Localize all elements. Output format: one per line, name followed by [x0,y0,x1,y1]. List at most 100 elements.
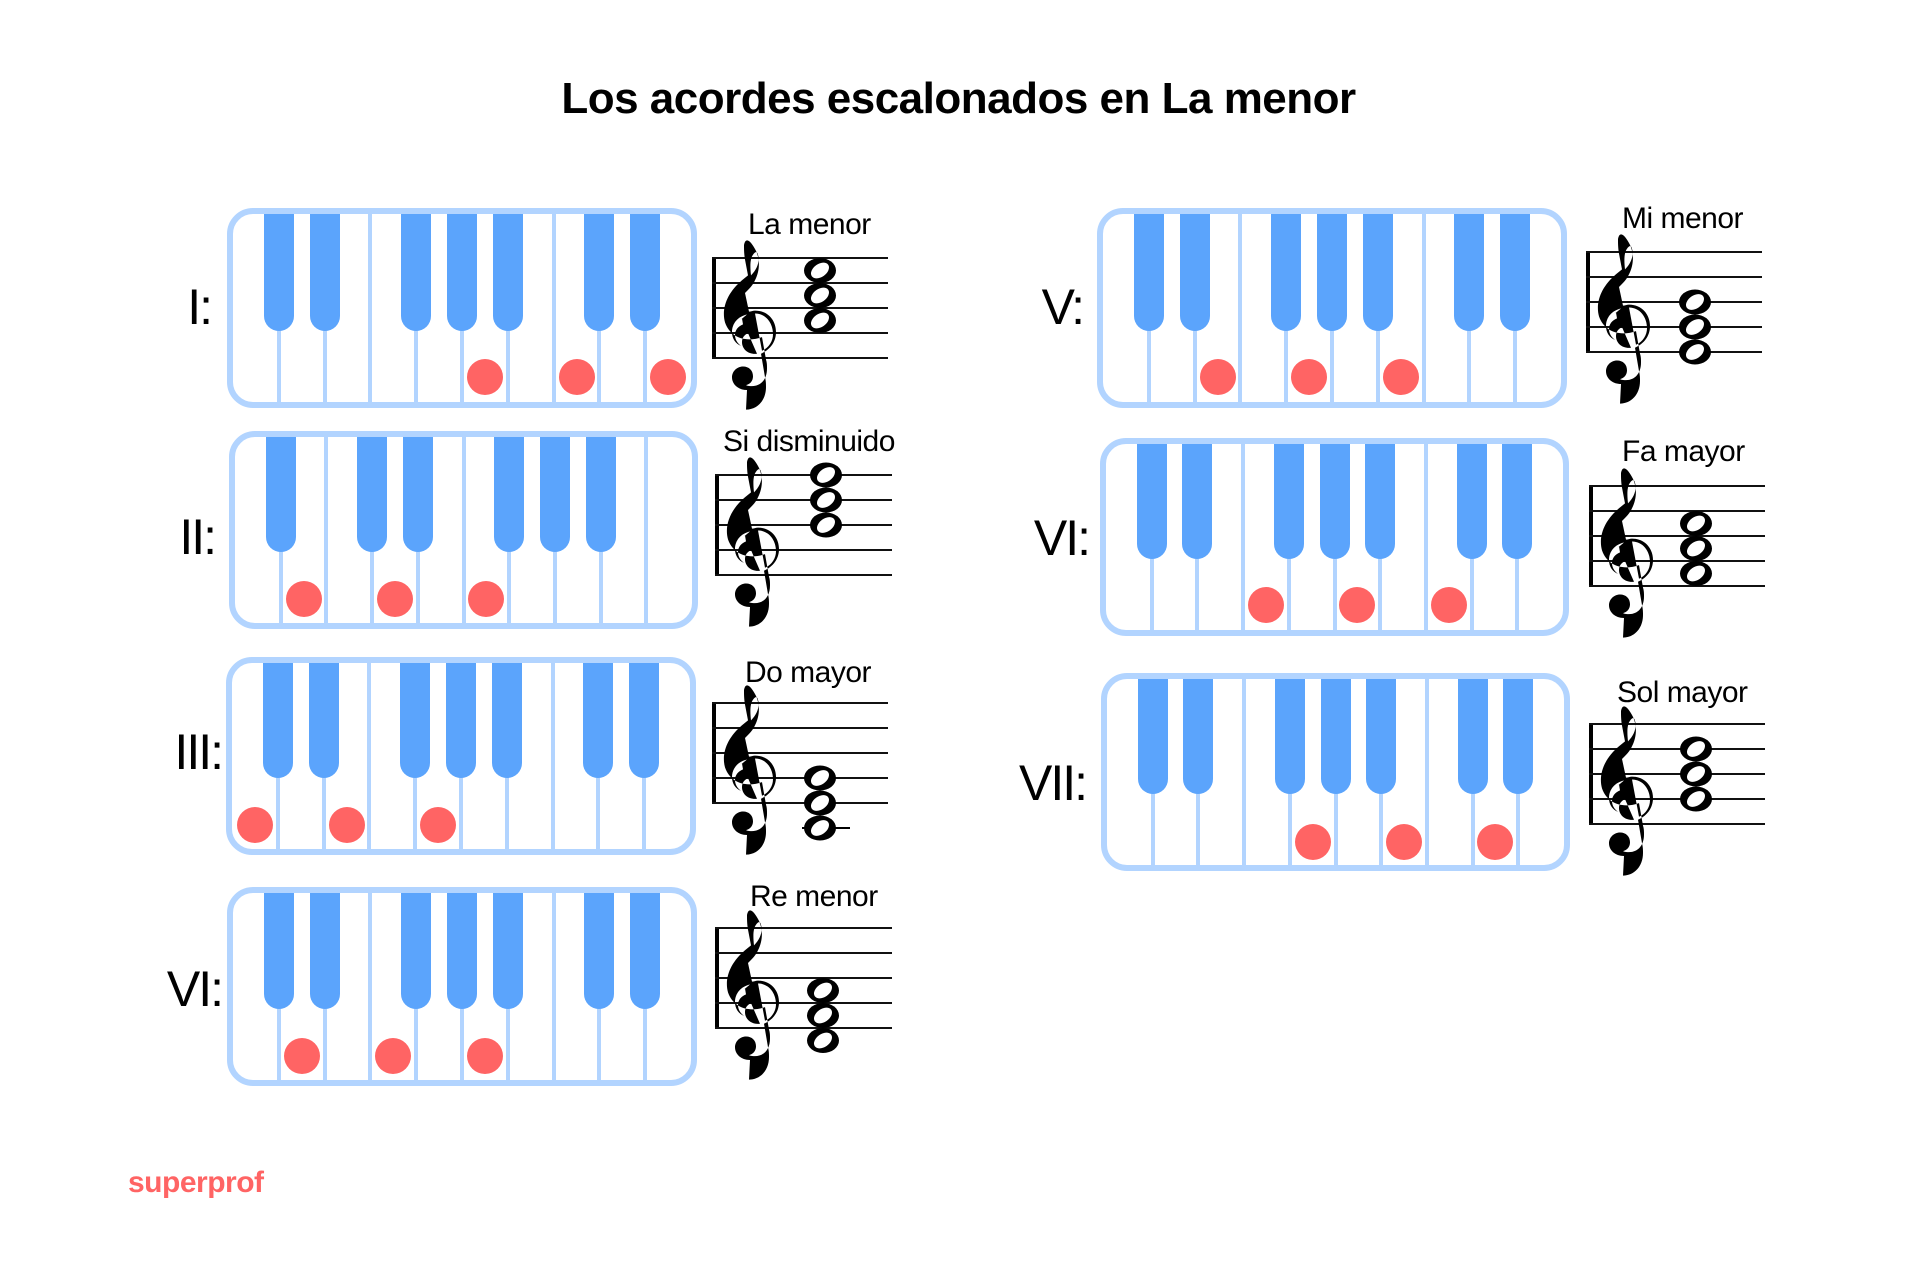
whole-note-icon [810,512,842,538]
black-key [584,893,615,1009]
treble-clef-icon [726,910,779,1080]
pressed-key-dot [376,581,413,617]
white-key-divider [324,437,329,623]
black-key [494,437,525,553]
staff-line [715,952,892,954]
staff-line [712,357,888,359]
whole-note-icon [804,815,836,841]
staff-line [1589,748,1765,750]
black-key [1274,679,1305,795]
whole-note-icon [1680,511,1712,536]
white-key-divider [1424,679,1429,865]
black-key [1182,444,1213,560]
staff-line [715,927,892,929]
degree-numeral: VI: [166,961,224,1017]
black-key [1365,444,1396,560]
black-key [1136,444,1167,560]
pressed-key-dot [650,359,687,395]
whole-note-icon [1680,536,1712,561]
staff-line [1586,276,1762,278]
whole-note-icon [804,308,836,333]
black-key [629,663,660,779]
black-key [1133,214,1164,331]
pressed-key-dot [283,1038,320,1074]
black-key [1183,679,1214,795]
whole-note-icon [807,978,839,1003]
black-key [357,437,388,553]
staff-line [712,282,888,284]
black-key [1500,214,1531,331]
pressed-key-dot [1247,587,1284,623]
black-key [1137,679,1168,795]
white-key [646,437,692,623]
black-key [492,214,523,331]
black-key [585,437,616,553]
piano-keyboard [229,431,698,629]
black-key [401,214,432,331]
staff-line [712,257,888,259]
staff-line [712,777,888,779]
whole-note-icon [804,258,836,283]
white-key-divider [1423,444,1428,630]
treble-clef-icon [723,685,776,855]
staff-line [1586,301,1762,303]
black-key [630,214,661,331]
white-key-divider [550,663,555,849]
black-key [1503,679,1534,795]
black-key [1273,444,1304,560]
staff-line [1589,510,1765,512]
staff-line [712,702,888,704]
whole-note-icon [807,1028,839,1053]
black-key [1366,679,1397,795]
black-key [401,893,432,1009]
pressed-key-dot [328,807,365,843]
staff-line [715,524,892,526]
black-key [1179,214,1210,331]
pressed-key-dot [375,1038,412,1074]
pressed-key-dot [236,807,273,843]
staff-line [712,332,888,334]
chord-name-label: Do mayor [745,656,872,689]
pressed-key-dot [285,581,322,617]
white-key-divider [551,214,556,402]
chord-name-label: Re menor [750,880,878,913]
staff-line [715,1002,892,1004]
black-key [1502,444,1533,560]
staff-line [1589,798,1765,800]
page-title: Los acordes escalonados en La menor [561,74,1356,123]
chord-name-label: La menor [748,208,871,241]
white-key-divider [368,893,373,1080]
black-key [309,893,340,1009]
staff-line [715,549,892,551]
whole-note-icon [804,765,836,791]
staff-line [1589,773,1765,775]
black-key [492,893,523,1009]
superprof-logo: superprof [128,1166,264,1199]
piano-keyboard [1097,208,1567,408]
white-key-divider [644,437,649,623]
whole-note-icon [1679,289,1711,315]
black-key [630,893,661,1009]
staff-line [715,499,892,501]
staff-line [715,977,892,979]
white-key-divider [1242,679,1247,865]
black-key [1457,679,1488,795]
black-key [539,437,570,553]
staff-line [712,802,888,804]
black-key [583,663,614,779]
degree-numeral: VI: [1033,510,1091,566]
staff-line [715,1027,892,1029]
treble-clef-icon [1600,468,1653,638]
black-key [265,437,296,553]
black-key [263,893,294,1009]
black-key [1454,214,1485,331]
pressed-key-dot [1291,359,1328,395]
pressed-key-dot [1199,359,1236,395]
staff-line [715,574,892,576]
piano-keyboard [227,208,697,408]
chord-name-label: Mi menor [1622,202,1744,235]
treble-clef-icon [1600,706,1653,876]
whole-note-icon [1680,761,1712,787]
pressed-key-dot [558,359,595,395]
staff-line [1589,585,1765,587]
